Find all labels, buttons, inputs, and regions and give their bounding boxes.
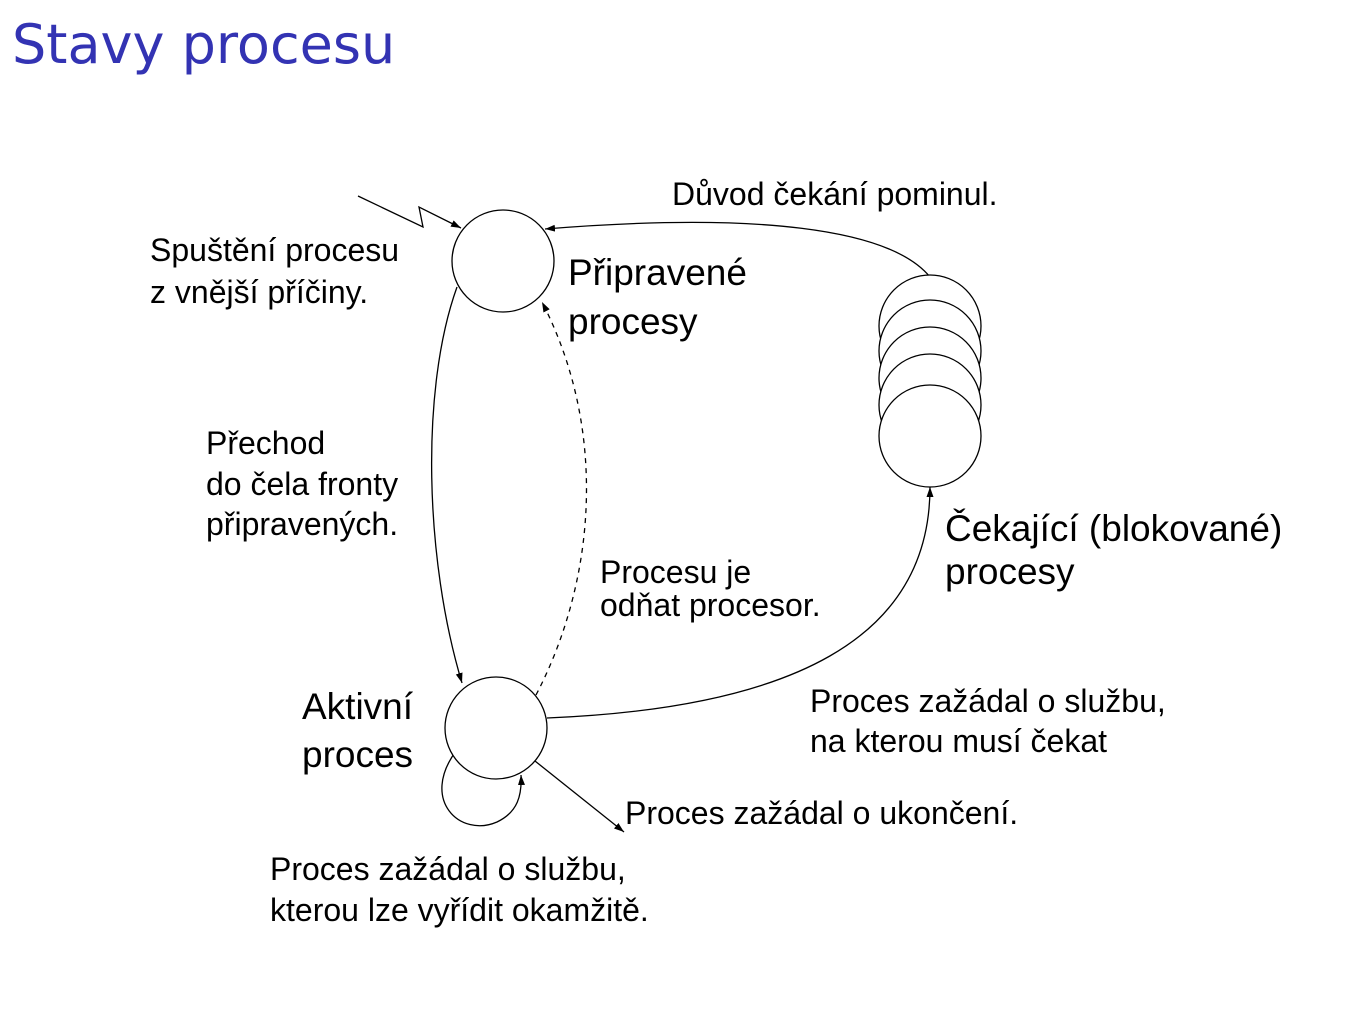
waiting-state-stack	[878, 274, 982, 488]
start-edge-label: Spuštění procesu z vnější příčiny.	[150, 232, 408, 310]
ready-state-circle	[451, 209, 555, 313]
page-title: Stavy procesu	[12, 13, 396, 76]
wakeup-arrow	[544, 221, 931, 278]
waiting-state-circle	[878, 384, 982, 488]
preempt-arrow	[535, 301, 588, 696]
dispatch-arrow	[430, 286, 463, 684]
active-state-circle	[444, 676, 548, 780]
block-edge-label: Proces zažádal o službu, na kterou musí …	[810, 683, 1175, 759]
wakeup-edge-label: Důvod čekání pominul.	[672, 176, 998, 212]
immediate-loop-arrow	[441, 750, 525, 827]
waiting-state-label: Čekající (blokované) procesy	[945, 508, 1293, 592]
immediate-edge-label: Proces zažádal o službu, kterou lze vyří…	[270, 851, 649, 928]
terminate-edge-label: Proces zažádal o ukončení.	[625, 795, 1018, 831]
preempt-edge-label: Procesu je odňat procesor.	[600, 554, 821, 623]
start-arrow	[357, 195, 462, 229]
terminate-arrow	[534, 760, 625, 833]
ready-state-label: Připravené procesy	[568, 252, 757, 342]
dispatch-edge-label: Přechod do čela fronty připravených.	[206, 425, 407, 542]
block-arrow	[546, 486, 934, 719]
active-state-label: Aktivní proces	[302, 686, 423, 775]
